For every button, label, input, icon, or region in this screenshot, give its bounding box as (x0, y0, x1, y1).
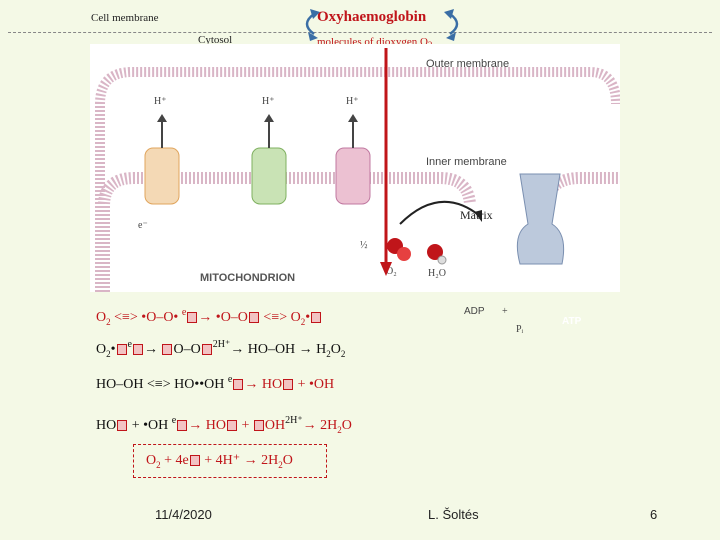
pi-label: Pᵢ (516, 324, 524, 335)
mitochondrion-label: MITOCHONDRION (200, 272, 296, 284)
cell-membrane-label: Cell membrane (91, 12, 159, 24)
equation-3: HO–OH <≡> HO••OH e→ HO + •OH (96, 374, 335, 392)
footer-page-number: 6 (650, 507, 658, 522)
h-plus-2: H⁺ (262, 96, 275, 107)
equilibrium-arrows (305, 9, 459, 41)
summary-box (133, 444, 327, 478)
h-plus-3: H⁺ (346, 96, 359, 107)
cytosol-label: Cytosol (198, 34, 233, 46)
h-plus-1: H⁺ (154, 96, 167, 107)
footer-date: 11/4/2020 (155, 507, 212, 522)
oxyhaemoglobin-label: Oxyhaemoglobin (317, 9, 427, 25)
equation-4: HO + •OH e→ HO + OH2H⁺→ 2H2O (96, 415, 352, 435)
dashed-divider (8, 32, 712, 33)
plus-label: + (502, 306, 508, 317)
matrix-label: Matrix (460, 208, 493, 222)
footer-author: L. Šoltés (428, 507, 479, 522)
mitochondrion-diagram: Outer membrane Inner membrane Matrix MIT… (90, 44, 620, 335)
half-label: ½ (360, 240, 368, 251)
oxygen-arrow (380, 48, 392, 276)
adp-label: ADP (464, 306, 485, 317)
h2o-label: H₂O (428, 268, 446, 279)
electron-label: e⁻ (138, 220, 148, 231)
atp-label: ATP (562, 316, 582, 327)
equation-1: O2 <≡> •O–O• e→ •O–O <≡> O2• (96, 307, 322, 327)
o2-label: O₂ (386, 266, 397, 277)
inner-membrane-label: Inner membrane (426, 156, 507, 168)
equation-5: O2 + 4e + 4H⁺ → 2H2O (146, 453, 293, 470)
outer-membrane-label: Outer membrane (426, 58, 510, 70)
